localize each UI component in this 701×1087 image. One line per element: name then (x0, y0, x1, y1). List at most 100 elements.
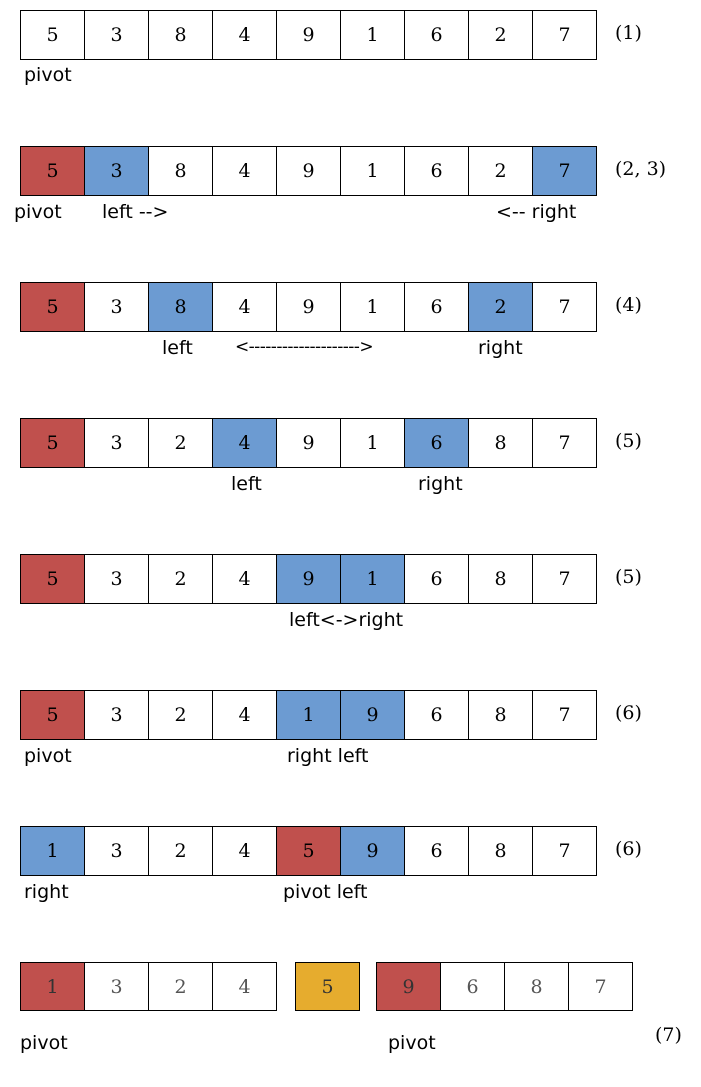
array-cell: 3 (85, 11, 149, 59)
array-cell: 8 (469, 691, 533, 739)
array: 5 3 2 4 1 9 6 8 7 (20, 690, 597, 740)
array-cell: 4 (213, 827, 277, 875)
step-number: (4) (615, 294, 642, 316)
pivot-cell: 9 (377, 963, 441, 1010)
right-pointer-cell: 1 (341, 555, 405, 603)
array-cell: 3 (85, 419, 149, 467)
pivot-cell: 5 (277, 827, 341, 875)
array-cell: 8 (469, 555, 533, 603)
array-cell: 4 (213, 11, 277, 59)
left-pointer-label: left (231, 473, 262, 495)
array-cell: 1 (341, 11, 405, 59)
pivot-cell: 1 (21, 963, 85, 1010)
array-cell: 2 (469, 147, 533, 195)
array-cell: 7 (533, 555, 597, 603)
left-pointer-cell: 9 (277, 555, 341, 603)
array-cell: 2 (149, 963, 213, 1010)
step-row-7: 1 3 2 4 5 9 6 8 7 (6) right pivot left (0, 826, 701, 946)
array-cell: 3 (85, 691, 149, 739)
search-range-arrow: <--------------------> (235, 337, 374, 357)
array-cell: 2 (149, 419, 213, 467)
array-cell: 4 (213, 691, 277, 739)
right-pointer-label: <-- right (496, 201, 577, 223)
array: 1 3 2 4 5 9 6 8 7 (20, 826, 597, 876)
right-pointer-label: right (478, 337, 523, 359)
array-cell: 2 (149, 691, 213, 739)
left-pointer-cell: 3 (85, 147, 149, 195)
array-cell: 2 (469, 11, 533, 59)
sorted-pivot: 5 (295, 962, 360, 1011)
array-cell: 6 (405, 827, 469, 875)
step-row-4: 5 3 2 4 9 1 6 8 7 (5) left right (0, 418, 701, 538)
step-row-6: 5 3 2 4 1 9 6 8 7 (6) pivot right left (0, 690, 701, 810)
right-pointer-cell: 1 (21, 827, 85, 875)
right-pointer-cell: 7 (533, 147, 597, 195)
array-cell: 9 (277, 283, 341, 331)
array-cell: 5 (21, 11, 85, 59)
array-cell: 9 (277, 147, 341, 195)
pivot-label: pivot (24, 64, 72, 86)
array: 5 3 2 4 9 1 6 8 7 (20, 554, 597, 604)
left-pointer-label: left --> (102, 201, 169, 223)
left-pointer-cell: 4 (213, 419, 277, 467)
step-number: (7) (655, 1024, 682, 1046)
array-cell: 7 (533, 11, 597, 59)
right-pointer-cell: 2 (469, 283, 533, 331)
array-cell: 6 (405, 147, 469, 195)
pivot-cell: 5 (21, 555, 85, 603)
right-pointer-label: right (418, 473, 463, 495)
step-row-2: 5 3 8 4 9 1 6 2 7 (2, 3) pivot left --> … (0, 146, 701, 266)
right-pointer-cell: 6 (405, 419, 469, 467)
step-row-8: 1 3 2 4 5 9 6 8 7 pivot pivot (7) (0, 962, 701, 1082)
array-cell: 2 (149, 827, 213, 875)
array-cell: 9 (277, 11, 341, 59)
step-row-1: 5 3 8 4 9 1 6 2 7 (1) pivot (0, 10, 701, 130)
sorted-pivot-cell: 5 (296, 963, 360, 1010)
array-cell: 7 (533, 283, 597, 331)
array-cell: 7 (533, 691, 597, 739)
array-cell: 6 (441, 963, 505, 1010)
pivot-label: pivot (14, 201, 62, 223)
array-cell: 4 (213, 283, 277, 331)
array-cell: 7 (533, 827, 597, 875)
pointer-labels: right left (287, 745, 369, 767)
array-cell: 6 (405, 555, 469, 603)
right-pointer-cell: 1 (277, 691, 341, 739)
pivot-cell: 5 (21, 419, 85, 467)
array-cell: 8 (469, 419, 533, 467)
array: 5 3 8 4 9 1 6 2 7 (20, 146, 597, 196)
pointer-labels: pivot left (283, 881, 368, 903)
array-cell: 8 (469, 827, 533, 875)
step-number: (5) (615, 430, 642, 452)
array-cell: 3 (85, 555, 149, 603)
array-cell: 4 (213, 963, 277, 1010)
swap-label: left<->right (289, 609, 404, 631)
left-pointer-cell: 8 (149, 283, 213, 331)
step-number: (6) (615, 838, 642, 860)
right-pointer-label: right (24, 881, 69, 903)
array: 5 3 8 4 9 1 6 2 7 (20, 10, 597, 60)
left-partition: 1 3 2 4 (20, 962, 277, 1011)
array-cell: 7 (533, 419, 597, 467)
array-cell: 7 (569, 963, 633, 1010)
array-cell: 4 (213, 147, 277, 195)
array-cell: 2 (149, 555, 213, 603)
left-pointer-cell: 9 (341, 827, 405, 875)
array-cell: 3 (85, 827, 149, 875)
pivot-label: pivot (24, 745, 72, 767)
left-pointer-cell: 9 (341, 691, 405, 739)
array-cell: 8 (505, 963, 569, 1010)
step-number: (5) (615, 566, 642, 588)
array-cell: 3 (85, 283, 149, 331)
array-cell: 1 (341, 283, 405, 331)
pivot-cell: 5 (21, 691, 85, 739)
step-row-5: 5 3 2 4 9 1 6 8 7 (5) left<->right (0, 554, 701, 674)
array-cell: 6 (405, 691, 469, 739)
left-pointer-label: left (162, 337, 193, 359)
pivot-cell: 5 (21, 147, 85, 195)
array-cell: 1 (341, 147, 405, 195)
pivot-label: pivot (388, 1032, 436, 1054)
array-cell: 4 (213, 555, 277, 603)
step-number: (6) (615, 702, 642, 724)
array-cell: 3 (85, 963, 149, 1010)
